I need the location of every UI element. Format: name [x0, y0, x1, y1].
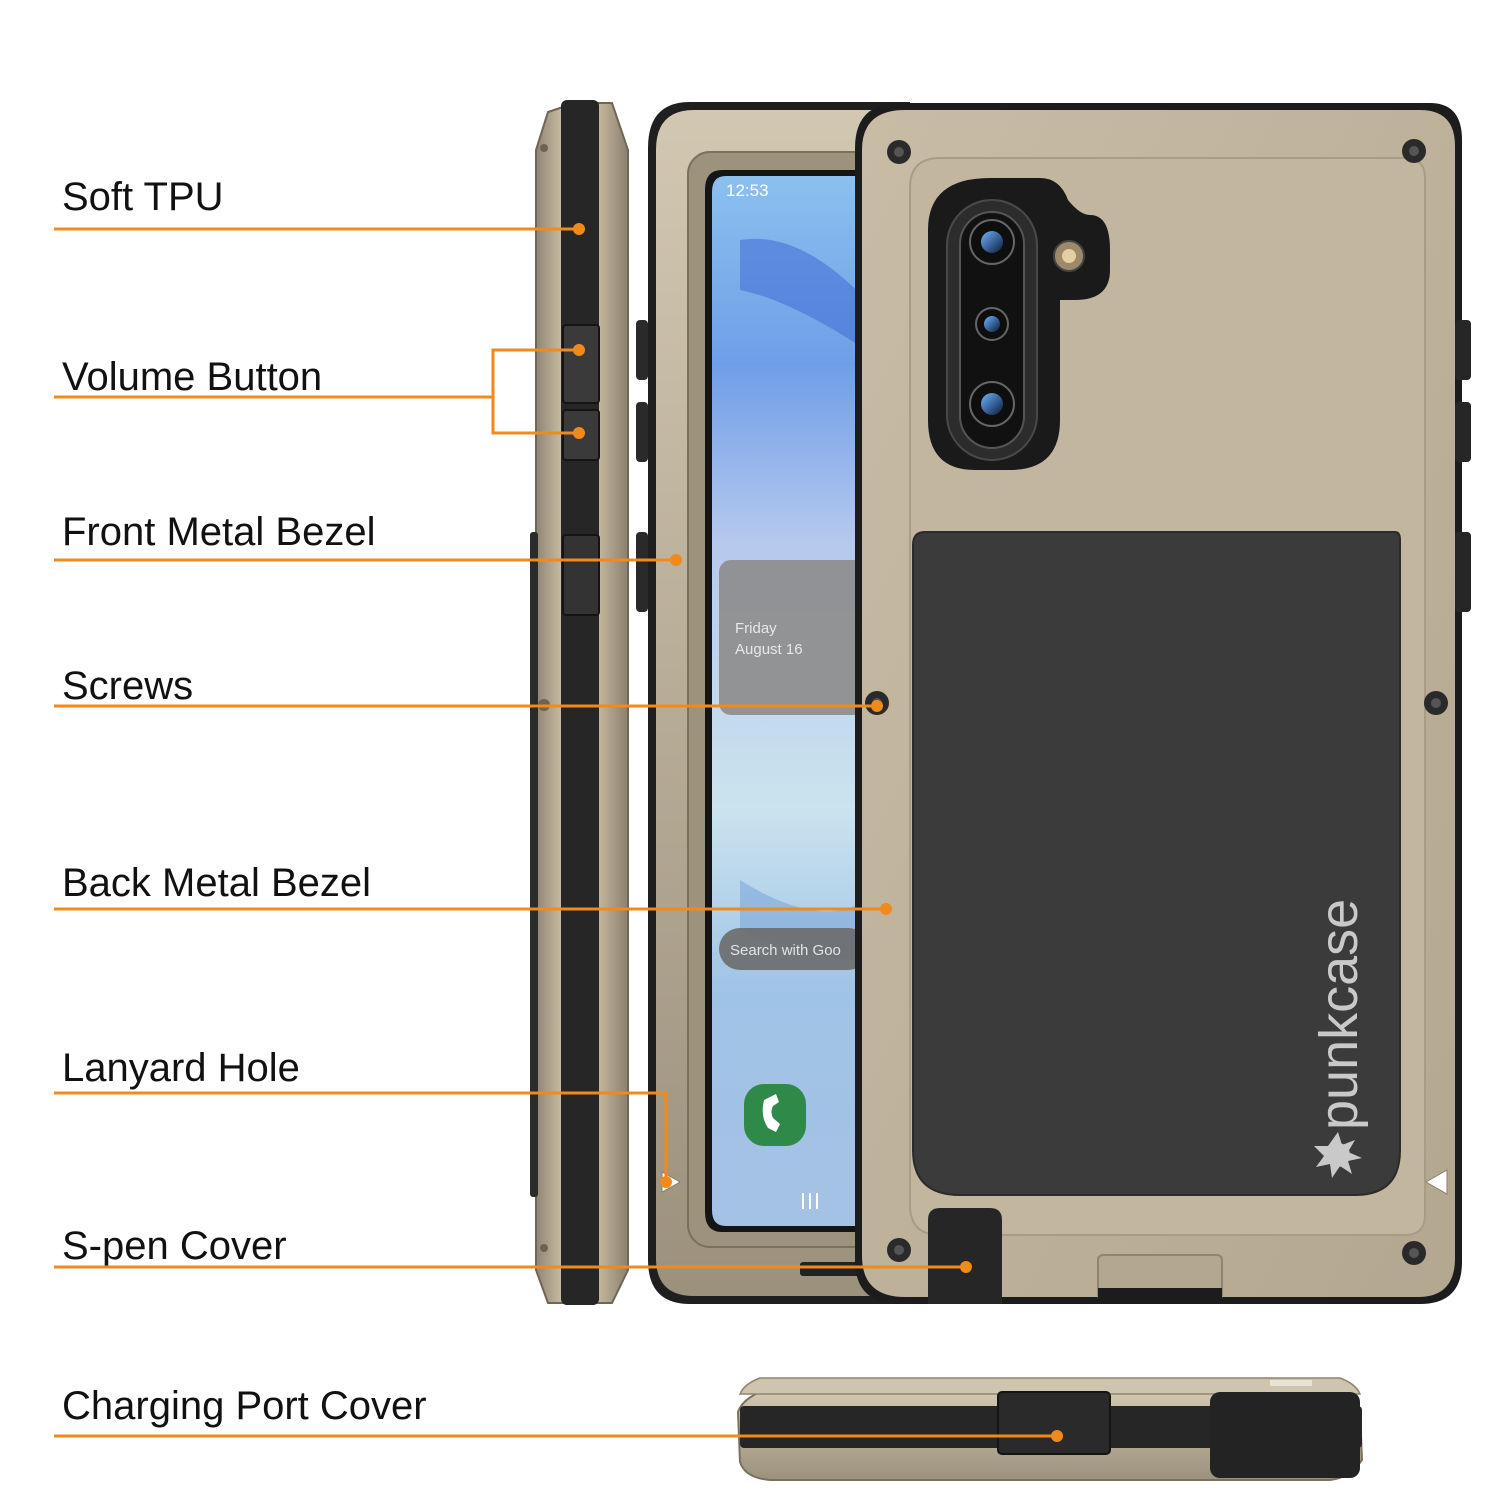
screw-icon	[887, 140, 911, 164]
label-front-metal-bezel: Front Metal Bezel	[62, 510, 376, 554]
label-volume-button: Volume Button	[62, 355, 323, 399]
callout-dots	[573, 223, 1063, 1442]
back-panel	[912, 531, 1401, 1196]
side-view-case	[530, 100, 629, 1305]
front-view-case: 12:53 Friday August 16 Search with Goo	[636, 102, 910, 1304]
phone-icon[interactable]	[744, 1084, 806, 1146]
bottom-view-case	[736, 1377, 1364, 1481]
screw-icon	[1424, 691, 1448, 715]
callout-lines	[54, 227, 1057, 1438]
flash-icon	[1053, 240, 1085, 272]
back-view-case: punkcase	[855, 103, 1471, 1304]
recent-apps-icon[interactable]	[802, 1193, 818, 1209]
label-charging-port-cover: Charging Port Cover	[62, 1384, 427, 1428]
screw-icon	[887, 1238, 911, 1262]
charging-port-cover	[997, 1391, 1111, 1455]
volume-button-up	[562, 324, 600, 404]
camera-lens-icon	[969, 219, 1015, 265]
screw-icon	[1402, 139, 1426, 163]
search-placeholder: Search with Goo	[730, 942, 841, 959]
soft-tpu-strip	[561, 100, 599, 1305]
search-bar[interactable]	[719, 928, 869, 970]
label-soft-tpu: Soft TPU	[62, 175, 224, 219]
screen-date: August 16	[735, 641, 803, 658]
label-back-metal-bezel: Back Metal Bezel	[62, 861, 372, 905]
date-widget	[719, 560, 869, 715]
label-lanyard-hole: Lanyard Hole	[62, 1046, 300, 1090]
camera-lens-icon	[975, 307, 1009, 341]
screen-day: Friday	[735, 620, 777, 637]
s-pen-cover	[928, 1208, 1002, 1304]
burst-icon	[1314, 1132, 1362, 1178]
screen-time: 12:53	[726, 181, 769, 200]
label-s-pen-cover: S-pen Cover	[62, 1224, 287, 1268]
screw-icon	[1402, 1241, 1426, 1265]
brand-logo: punkcase	[1309, 899, 1369, 1178]
charging-port-cover-back	[1098, 1288, 1222, 1304]
camera-lens-icon	[969, 381, 1015, 427]
brand-wordmark: punkcase	[1309, 899, 1369, 1130]
camera-module	[928, 178, 1110, 470]
label-screws: Screws	[62, 664, 194, 708]
side-button	[562, 534, 600, 616]
lanyard-hole-icon	[1424, 1169, 1448, 1195]
